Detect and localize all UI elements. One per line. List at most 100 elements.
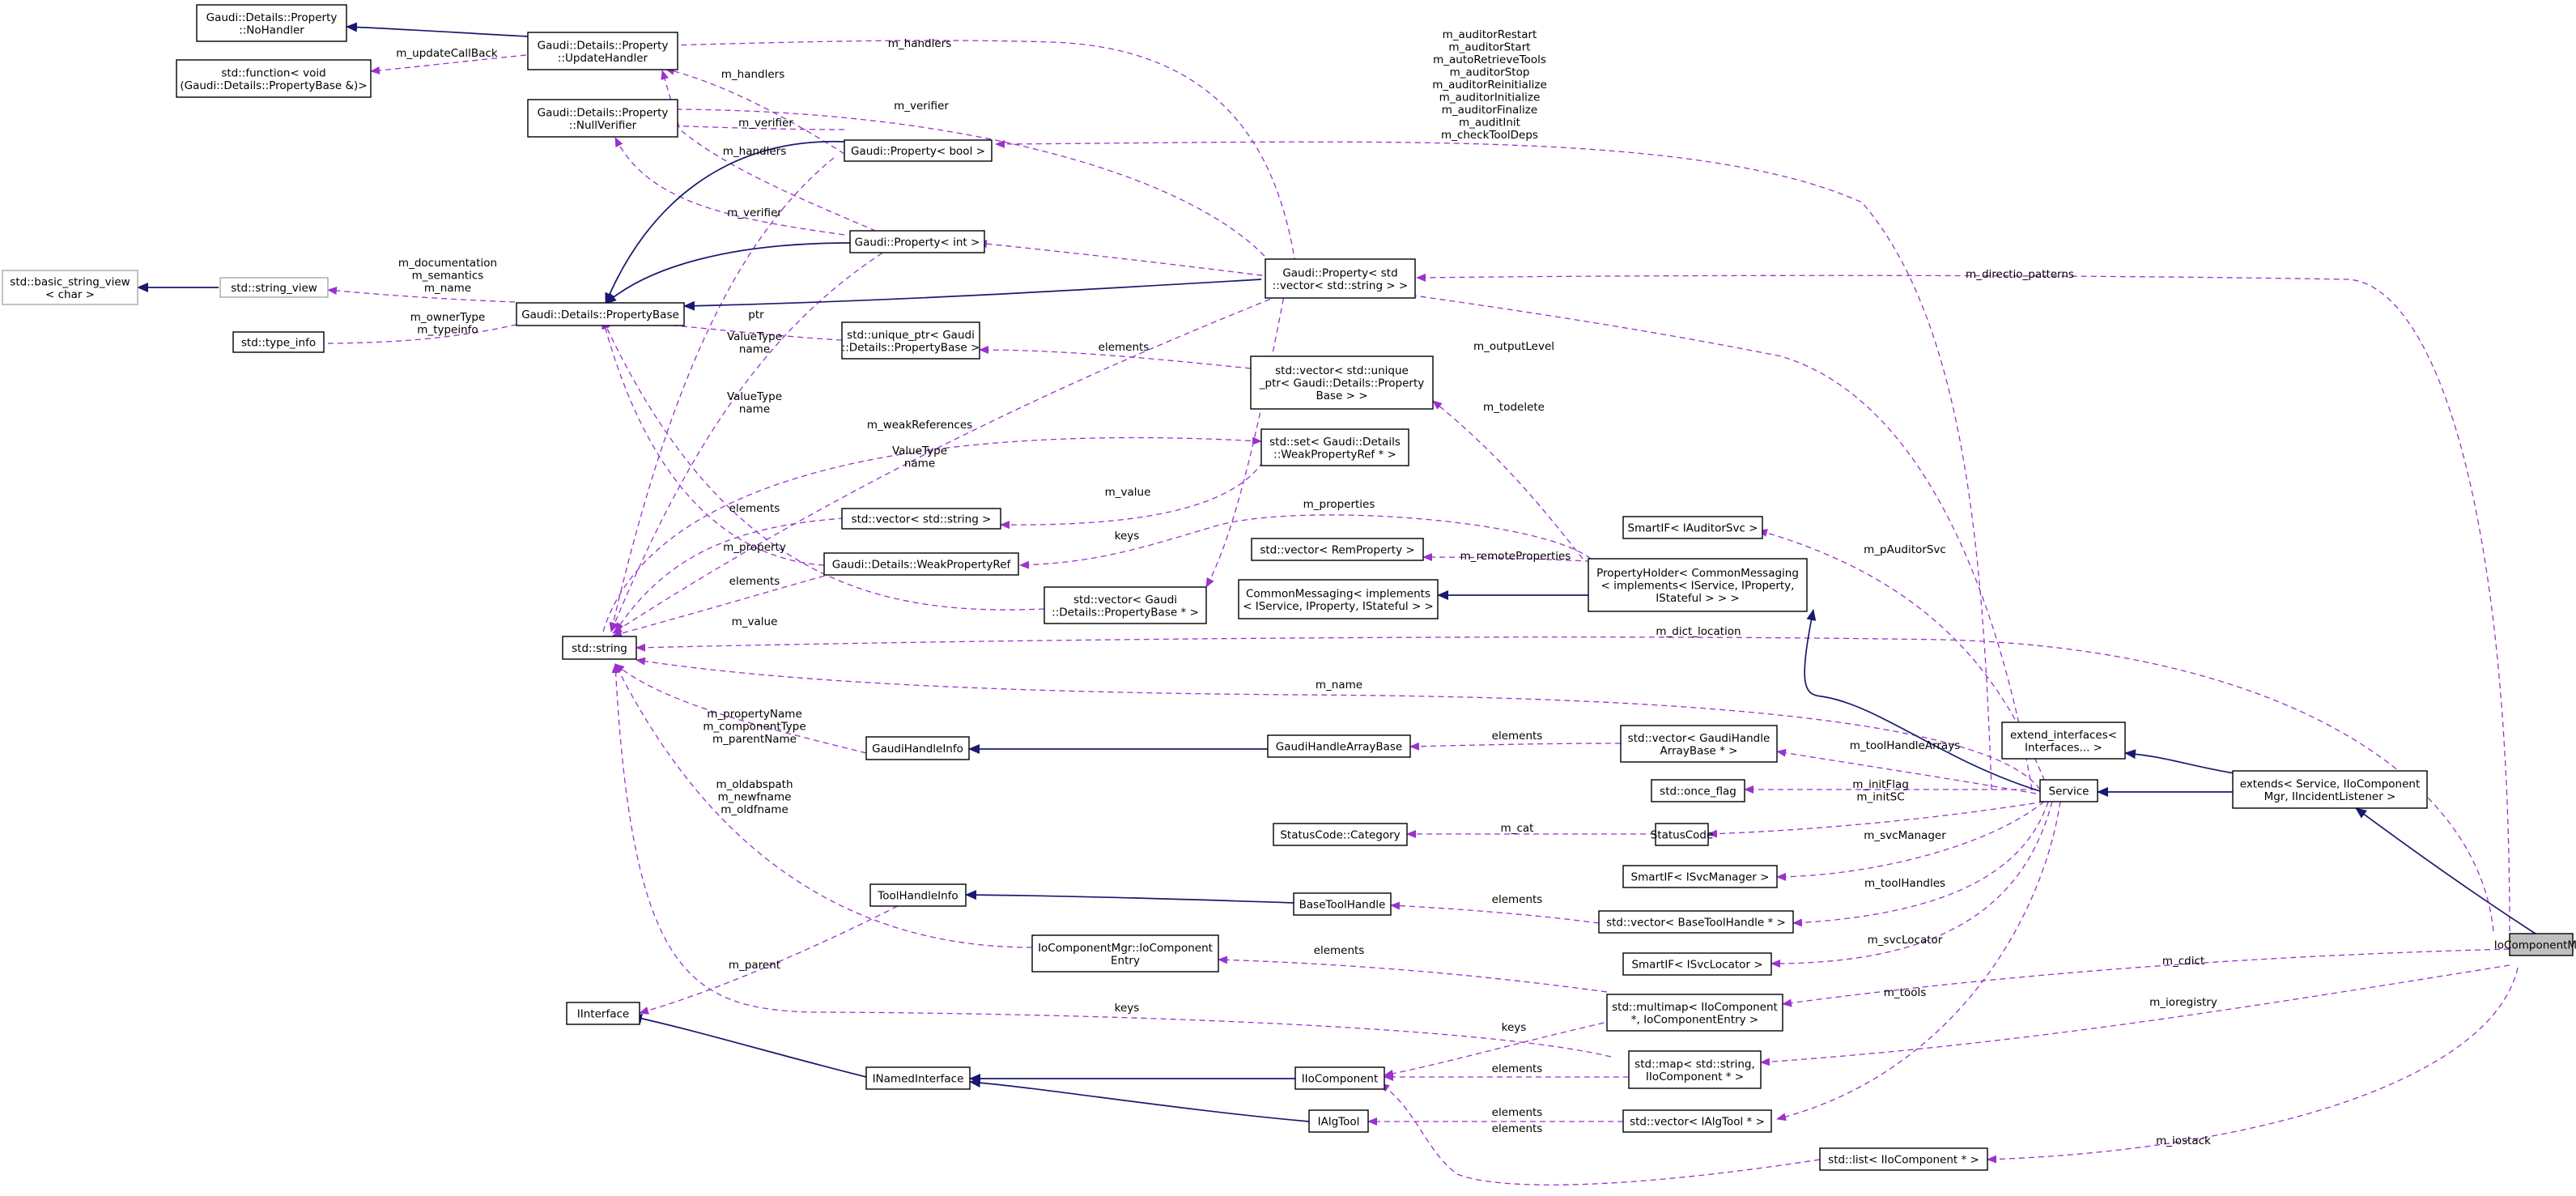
class-node-noHandler[interactable]: Gaudi::Details::Property::NoHandler <box>196 4 347 42</box>
class-node-weakPropRef[interactable]: Gaudi::Details::WeakPropertyRef <box>823 552 1019 576</box>
class-node-smartSvcMgr[interactable]: SmartIF< ISvcManager > <box>1622 865 1778 888</box>
class-node-iInterface[interactable]: IInterface <box>566 1002 640 1025</box>
class-node-toolHandleInfo[interactable]: ToolHandleInfo <box>869 883 967 907</box>
class-node-service[interactable]: Service <box>2039 779 2098 802</box>
node-label: IStateful > > > <box>1656 592 1740 605</box>
edge-elements-entry <box>1218 956 1608 993</box>
edge-handlers-top <box>625 40 1296 264</box>
class-nodes: Gaudi::Details::Property::NoHandlerstd::… <box>2 4 2576 1171</box>
edge-updatecallback <box>370 54 527 74</box>
edge-label-propertyName: m_componentType <box>703 721 806 734</box>
class-node-ioComponentMgr[interactable]: IoComponentMgr <box>2494 933 2576 956</box>
class-node-propertyHolder[interactable]: PropertyHolder< CommonMessaging< impleme… <box>1588 558 1808 612</box>
class-node-onceFlag[interactable]: std::once_flag <box>1651 779 1745 802</box>
node-label: StatusCode::Category <box>1280 829 1400 842</box>
edge-toolhandles <box>1792 801 2049 927</box>
edge-label-svcLocator: m_svcLocator <box>1868 934 1943 947</box>
node-label: Entry <box>1111 954 1140 967</box>
class-node-vecIAlgTool[interactable]: std::vector< IAlgTool * > <box>1622 1109 1772 1133</box>
class-node-smartSvcLocator[interactable]: SmartIF< ISvcLocator > <box>1622 952 1772 976</box>
class-node-setWeakRef[interactable]: std::set< Gaudi::Details::WeakPropertyRe… <box>1260 428 1409 466</box>
edge-todelete <box>1432 400 1583 560</box>
node-label: BaseToolHandle <box>1299 899 1386 912</box>
node-label: Mgr, IIncidentListener > <box>2264 790 2396 803</box>
class-node-vecString[interactable]: std::vector< std::string > <box>841 508 1001 530</box>
class-node-basicStringView[interactable]: std::basic_string_view< char > <box>2 270 138 305</box>
class-node-propBool[interactable]: Gaudi::Property< bool > <box>844 139 993 162</box>
class-node-gaudiHandleInfo[interactable]: GaudiHandleInfo <box>865 736 970 760</box>
node-label: (Gaudi::Details::PropertyBase &)> <box>180 79 367 92</box>
node-label: extends< Service, IIoComponent <box>2240 777 2421 790</box>
node-label: GaudiHandleArrayBase <box>1276 741 1402 754</box>
class-node-nullVerifier[interactable]: Gaudi::Details::Property::NullVerifier <box>527 99 678 138</box>
class-node-iAlgTool[interactable]: IAlgTool <box>1308 1109 1369 1133</box>
node-box <box>1031 934 1219 973</box>
class-node-baseToolHandle[interactable]: BaseToolHandle <box>1293 892 1392 916</box>
class-node-statusCategory[interactable]: StatusCode::Category <box>1273 823 1408 846</box>
edge-valuetype-2 <box>609 157 835 632</box>
class-node-extendInterfaces[interactable]: extend_interfaces<Interfaces... > <box>2001 721 2126 760</box>
class-node-iIoComponent[interactable]: IIoComponent <box>1294 1066 1385 1090</box>
node-label: std::vector< std::string > <box>852 513 992 526</box>
edge-label-ownerType: m_ownerType <box>410 311 486 324</box>
edge-label-initFlag: m_initFlag <box>1852 778 1909 791</box>
node-box <box>1622 516 1763 539</box>
class-node-smartAuditor[interactable]: SmartIF< IAuditorSvc > <box>1622 516 1763 539</box>
class-node-statusCode[interactable]: StatusCode <box>1651 823 1714 846</box>
inherit-propvecstr-propertybase <box>683 279 1262 311</box>
edge-ownertype <box>291 321 527 348</box>
node-label: std::vector< RemProperty > <box>1260 544 1414 557</box>
node-label: Service <box>2049 785 2089 798</box>
edge-remoteproperties <box>1422 553 1592 562</box>
class-node-typeInfo[interactable]: std::type_info <box>232 331 325 353</box>
class-node-updateHandler[interactable]: Gaudi::Details::Property::UpdateHandler <box>527 32 678 70</box>
node-label: ::Details::PropertyBase * > <box>1052 606 1199 619</box>
edge-label-tools: m_tools <box>1884 986 1927 999</box>
class-node-commonMessaging[interactable]: CommonMessaging< implements< IService, I… <box>1238 579 1439 619</box>
node-label: Interfaces... > <box>2025 741 2102 754</box>
class-node-gaudiHandleArrayBase[interactable]: GaudiHandleArrayBase <box>1267 734 1411 758</box>
inherit-updatehandler-nohandler <box>346 22 529 37</box>
class-node-uniquePtr[interactable]: std::unique_ptr< Gaudi::Details::Propert… <box>841 321 980 360</box>
node-label: ::vector< std::string > > <box>1273 279 1408 292</box>
edge-label-keys-2: keys <box>1115 1002 1140 1015</box>
edge-label-auditors: m_auditorStop <box>1450 66 1530 79</box>
class-node-propertyBase[interactable]: Gaudi::Details::PropertyBase <box>516 302 685 326</box>
class-node-vecUniquePtr[interactable]: std::vector< std::unique_ptr< Gaudi::Det… <box>1250 355 1434 410</box>
class-node-mapStrIo[interactable]: std::map< std::string,IIoComponent * > <box>1628 1050 1762 1089</box>
class-node-vecGaudiHandleArr[interactable]: std::vector< GaudiHandleArrayBase * > <box>1620 725 1778 763</box>
node-label: extend_interfaces< <box>2010 729 2117 742</box>
edge-documentation <box>327 287 516 303</box>
node-label: IoComponentMgr::IoComponent <box>1038 942 1213 955</box>
inherit-basetool-toolhandleinfo <box>965 890 1294 904</box>
edge-label-valuetype-1: name <box>739 343 770 356</box>
edge-label-toolHandleArrays: m_toolHandleArrays <box>1850 739 1960 752</box>
node-box <box>1293 892 1392 916</box>
node-box <box>196 4 347 42</box>
edge-label-valuetype-3: name <box>904 458 935 470</box>
node-label: std::basic_string_view <box>10 275 130 288</box>
class-node-stringView[interactable]: std::string_view <box>219 277 329 298</box>
class-node-vecBaseToolHandle[interactable]: std::vector< BaseToolHandle * > <box>1598 910 1794 934</box>
inheritance-edges <box>137 22 2539 1122</box>
class-node-stdString[interactable]: std::string <box>562 636 637 660</box>
class-node-listIIo[interactable]: std::list< IIoComponent * > <box>1819 1147 1988 1171</box>
class-node-propVecStr[interactable]: Gaudi::Property< std::vector< std::strin… <box>1265 258 1416 299</box>
class-node-vecPropBase[interactable]: std::vector< Gaudi::Details::PropertyBas… <box>1044 586 1207 624</box>
class-node-propInt[interactable]: Gaudi::Property< int > <box>849 230 985 253</box>
edge-valuetype-3 <box>612 295 1280 634</box>
node-label: std::string <box>572 642 627 655</box>
edge-handlers-3 <box>661 70 886 236</box>
node-label: std::vector< GaudiHandle <box>1628 732 1770 745</box>
class-node-stdFunction[interactable]: std::function< void(Gaudi::Details::Prop… <box>176 59 372 98</box>
class-node-vecRemProp[interactable]: std::vector< RemProperty > <box>1251 538 1424 561</box>
node-label: *, IoComponentEntry > <box>1631 1013 1758 1026</box>
class-node-iNamedInterface[interactable]: INamedInterface <box>865 1066 971 1090</box>
class-node-ioCompEntry[interactable]: IoComponentMgr::IoComponentEntry <box>1031 934 1219 973</box>
edge-label-verifier-3: m_verifier <box>727 206 782 219</box>
class-node-multimap[interactable]: std::multimap< IIoComponent*, IoComponen… <box>1606 994 1783 1032</box>
edge-label-oldabspath: m_oldabspath <box>716 778 793 791</box>
node-label: IInterface <box>577 1008 629 1021</box>
